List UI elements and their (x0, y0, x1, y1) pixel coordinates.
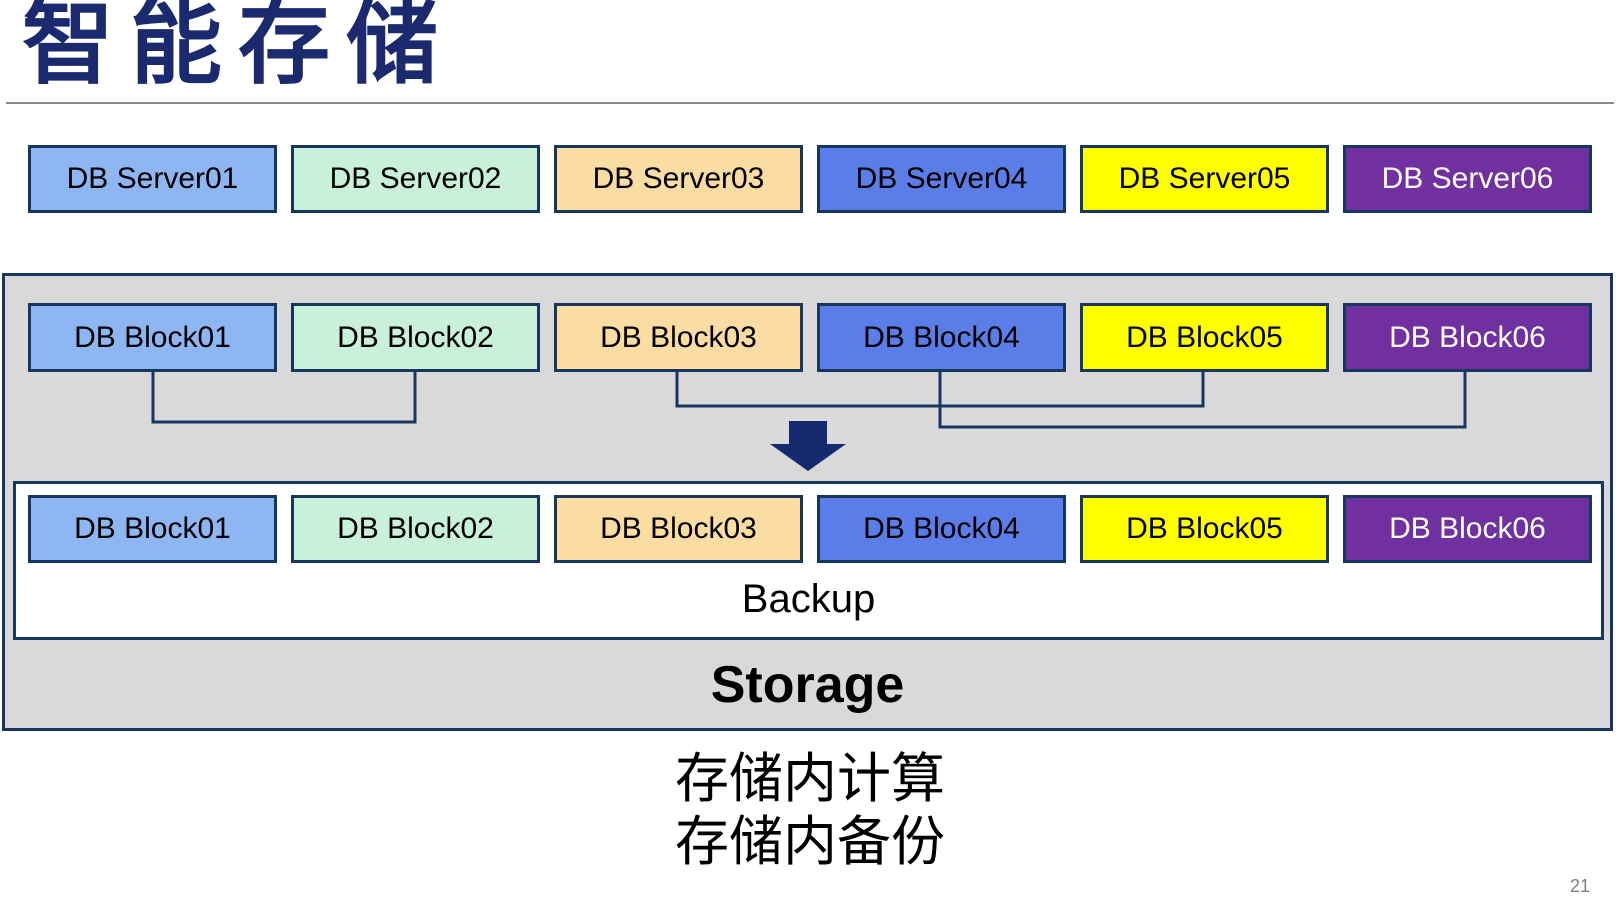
page-number: 21 (1569, 876, 1590, 896)
db-block-label: DB Block03 (600, 320, 757, 354)
db-block-bottom-4: DB Block04 (817, 495, 1066, 563)
db-block-top-2: DB Block02 (291, 303, 540, 372)
db-block-top-6: DB Block06 (1343, 303, 1592, 372)
db-block-label: DB Block05 (1126, 320, 1283, 354)
db-server-label: DB Server04 (855, 162, 1028, 195)
db-server-label: DB Server03 (592, 162, 765, 195)
db-server-box-5: DB Server05 (1080, 145, 1329, 213)
db-block-top-5: DB Block05 (1080, 303, 1329, 372)
db-server-label: DB Server02 (329, 162, 502, 195)
caption: 存储内计算 存储内备份 (0, 748, 1620, 873)
page-title: 智能存储 (22, 0, 455, 95)
db-block-top-4: DB Block04 (817, 303, 1066, 372)
db-block-row-top: DB Block01 DB Block02 DB Block03 DB Bloc… (28, 303, 1592, 372)
db-block-label: DB Block04 (863, 320, 1020, 354)
caption-line-1: 存储内计算 (675, 749, 945, 809)
db-block-bottom-5: DB Block05 (1080, 495, 1329, 563)
db-block-bottom-6: DB Block06 (1343, 495, 1592, 563)
backup-label: Backup (741, 577, 876, 621)
db-block-top-1: DB Block01 (28, 303, 277, 372)
caption-text: 存储内计算 存储内备份 (675, 748, 945, 873)
db-server-box-2: DB Server02 (291, 145, 540, 213)
db-server-box-1: DB Server01 (28, 145, 277, 213)
db-server-label: DB Server01 (66, 162, 239, 195)
db-block-label: DB Block06 (1389, 320, 1546, 354)
backup-box (13, 481, 1604, 640)
caption-line-2: 存储内备份 (675, 811, 945, 872)
db-server-label: DB Server06 (1381, 162, 1554, 195)
db-block-label: DB Block01 (74, 320, 231, 354)
db-server-label: DB Server05 (1118, 162, 1291, 195)
db-block-label: DB Block02 (337, 320, 494, 354)
db-block-label: DB Block05 (1126, 512, 1283, 545)
db-block-label: DB Block06 (1389, 512, 1546, 545)
db-server-box-3: DB Server03 (554, 145, 803, 213)
db-block-top-3: DB Block03 (554, 303, 803, 372)
storage-label: Storage (710, 656, 905, 714)
db-block-label: DB Block03 (600, 512, 757, 545)
db-block-row-bottom: DB Block01 DB Block02 DB Block03 DB Bloc… (28, 495, 1592, 563)
title-divider (6, 102, 1614, 104)
db-block-bottom-3: DB Block03 (554, 495, 803, 563)
db-block-bottom-2: DB Block02 (291, 495, 540, 563)
db-block-label: DB Block01 (74, 512, 231, 545)
db-server-row: DB Server01 DB Server02 DB Server03 DB S… (28, 145, 1592, 213)
db-server-box-4: DB Server04 (817, 145, 1066, 213)
db-block-label: DB Block04 (863, 512, 1020, 545)
db-block-bottom-1: DB Block01 (28, 495, 277, 563)
db-server-box-6: DB Server06 (1343, 145, 1592, 213)
db-block-label: DB Block02 (337, 512, 494, 545)
